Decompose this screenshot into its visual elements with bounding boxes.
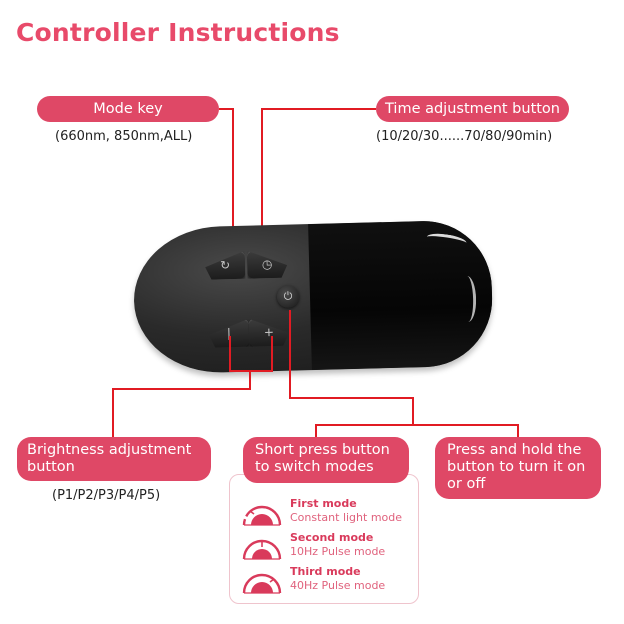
connector-brightness-join [229,370,273,372]
mode-button[interactable]: ↻ [205,251,246,280]
mode-description: 40Hz Pulse mode [290,579,386,592]
connector-time-v [261,108,263,252]
mode-key-label: Mode key [93,101,163,117]
connector-power-v [289,310,291,398]
connector-brightness-v [112,388,114,438]
brightness-detail: (P1/P2/P3/P4/P5) [52,488,161,503]
time-adjustment-label: Time adjustment button [385,101,560,117]
time-adjustment-detail: (10/20/30......70/80/90min) [376,129,553,144]
short-press-callout: Short press button to switch modes [243,437,409,483]
mode-item-second: Second mode 10Hz Pulse mode [240,531,415,565]
plus-button[interactable]: + [249,318,290,347]
connector-power-drop [412,397,414,425]
connector-plus-v [271,336,273,371]
cycle-icon: ↻ [219,258,231,273]
mode-description: Constant light mode [290,511,403,524]
brightness-callout: Brightness adjustment button [17,437,211,481]
remote-controller: ↻ ◷ ⏻ | + [132,219,494,375]
connector-mode-v [232,108,234,252]
mode-name: Second mode [290,531,374,544]
screen-gloss [458,275,477,323]
mode-key-detail: (660nm, 850nm,ALL) [55,129,193,144]
connector-power-h [289,397,413,399]
short-press-label: Short press button to switch modes [255,442,390,475]
connector-minus-v [229,336,231,371]
press-hold-label: Press and hold the button to turn it on … [447,442,586,492]
connector-short-v [315,424,317,438]
gauge-mid-icon [242,539,282,560]
mode-key-callout: Mode key [37,96,219,122]
page-title: Controller Instructions [16,18,340,47]
brightness-label: Brightness adjustment button [27,442,192,475]
press-hold-callout: Press and hold the button to turn it on … [435,437,601,499]
gauge-low-icon [242,505,282,526]
clock-icon: ◷ [261,257,273,272]
power-button[interactable]: ⏻ [276,285,300,308]
time-adjustment-callout: Time adjustment button [376,96,569,122]
connector-brightness-drop [249,370,251,389]
mode-list-box: First mode Constant light mode Second mo… [229,474,419,604]
screen-gloss [425,231,468,249]
connector-power-split [315,424,519,426]
remote-screen [308,219,494,371]
power-icon: ⏻ [283,289,293,303]
mode-name: First mode [290,497,357,510]
connector-hold-v [517,424,519,438]
time-button[interactable]: ◷ [247,250,288,279]
gauge-high-icon [242,573,282,594]
connector-brightness-h [112,388,251,390]
mode-item-third: Third mode 40Hz Pulse mode [240,565,415,599]
mode-description: 10Hz Pulse mode [290,545,386,558]
mode-name: Third mode [290,565,361,578]
mode-item-first: First mode Constant light mode [240,497,415,531]
connector-time-h [261,108,376,110]
connector-mode-h [219,108,233,110]
